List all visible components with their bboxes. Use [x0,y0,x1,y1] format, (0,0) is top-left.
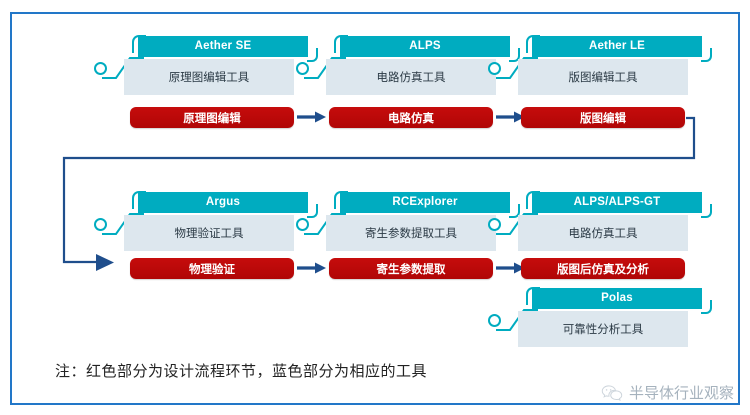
tool-card-title: Argus [138,192,308,213]
tool-card-title: Aether LE [532,36,702,57]
connector-node-icon [94,218,107,231]
step-physical-verification[interactable]: 物理验证 [130,258,294,279]
wechat-icon [601,384,623,401]
bracket-hook-right-icon [701,204,712,218]
connector-leader-line [304,213,346,235]
step-layout-edit[interactable]: 版图编辑 [521,107,685,128]
tool-card-desc: 版图编辑工具 [518,59,688,95]
connector-leader-line [102,213,144,235]
arrow-right-icon [297,111,326,123]
connector-node-icon [94,62,107,75]
step-post-layout-simulation[interactable]: 版图后仿真及分析 [521,258,685,279]
tool-card-title: Polas [532,288,702,309]
arrow-right-icon [496,262,525,274]
connector-node-icon [488,218,501,231]
connector-leader-line [496,57,538,79]
bracket-hook-right-icon [307,204,318,218]
connector-node-icon [296,62,309,75]
tool-card-desc: 电路仿真工具 [518,215,688,251]
outer-frame [10,12,740,405]
connector-node-icon [296,218,309,231]
step-parasitic-extraction[interactable]: 寄生参数提取 [329,258,493,279]
watermark: 半导体行业观察 [601,382,734,403]
tool-card-desc: 可靠性分析工具 [518,311,688,347]
tool-card-desc: 电路仿真工具 [326,59,496,95]
bracket-hook-right-icon [307,48,318,62]
bracket-hook-right-icon [509,48,520,62]
tool-card-desc: 物理验证工具 [124,215,294,251]
tool-card-title: Aether SE [138,36,308,57]
tool-card-desc: 寄生参数提取工具 [326,215,496,251]
connector-leader-line [496,309,538,331]
bracket-hook-right-icon [701,48,712,62]
step-circuit-simulation[interactable]: 电路仿真 [329,107,493,128]
arrow-right-icon [297,262,326,274]
watermark-text: 半导体行业观察 [628,384,734,402]
tool-card-title: RCExplorer [340,192,510,213]
bracket-hook-right-icon [509,204,520,218]
tool-card-title: ALPS/ALPS-GT [532,192,702,213]
step-schematic-edit[interactable]: 原理图编辑 [130,107,294,128]
connector-leader-line [102,57,144,79]
arrow-right-icon [496,111,525,123]
connector-node-icon [488,314,501,327]
bracket-hook-right-icon [701,300,712,314]
connector-node-icon [488,62,501,75]
connector-leader-line [304,57,346,79]
tool-card-title: ALPS [340,36,510,57]
tool-card-desc: 原理图编辑工具 [124,59,294,95]
connector-leader-line [496,213,538,235]
legend-note: 注：红色部分为设计流程环节，蓝色部分为相应的工具 [55,362,428,380]
wrap-around-connector-arrow [62,116,696,271]
